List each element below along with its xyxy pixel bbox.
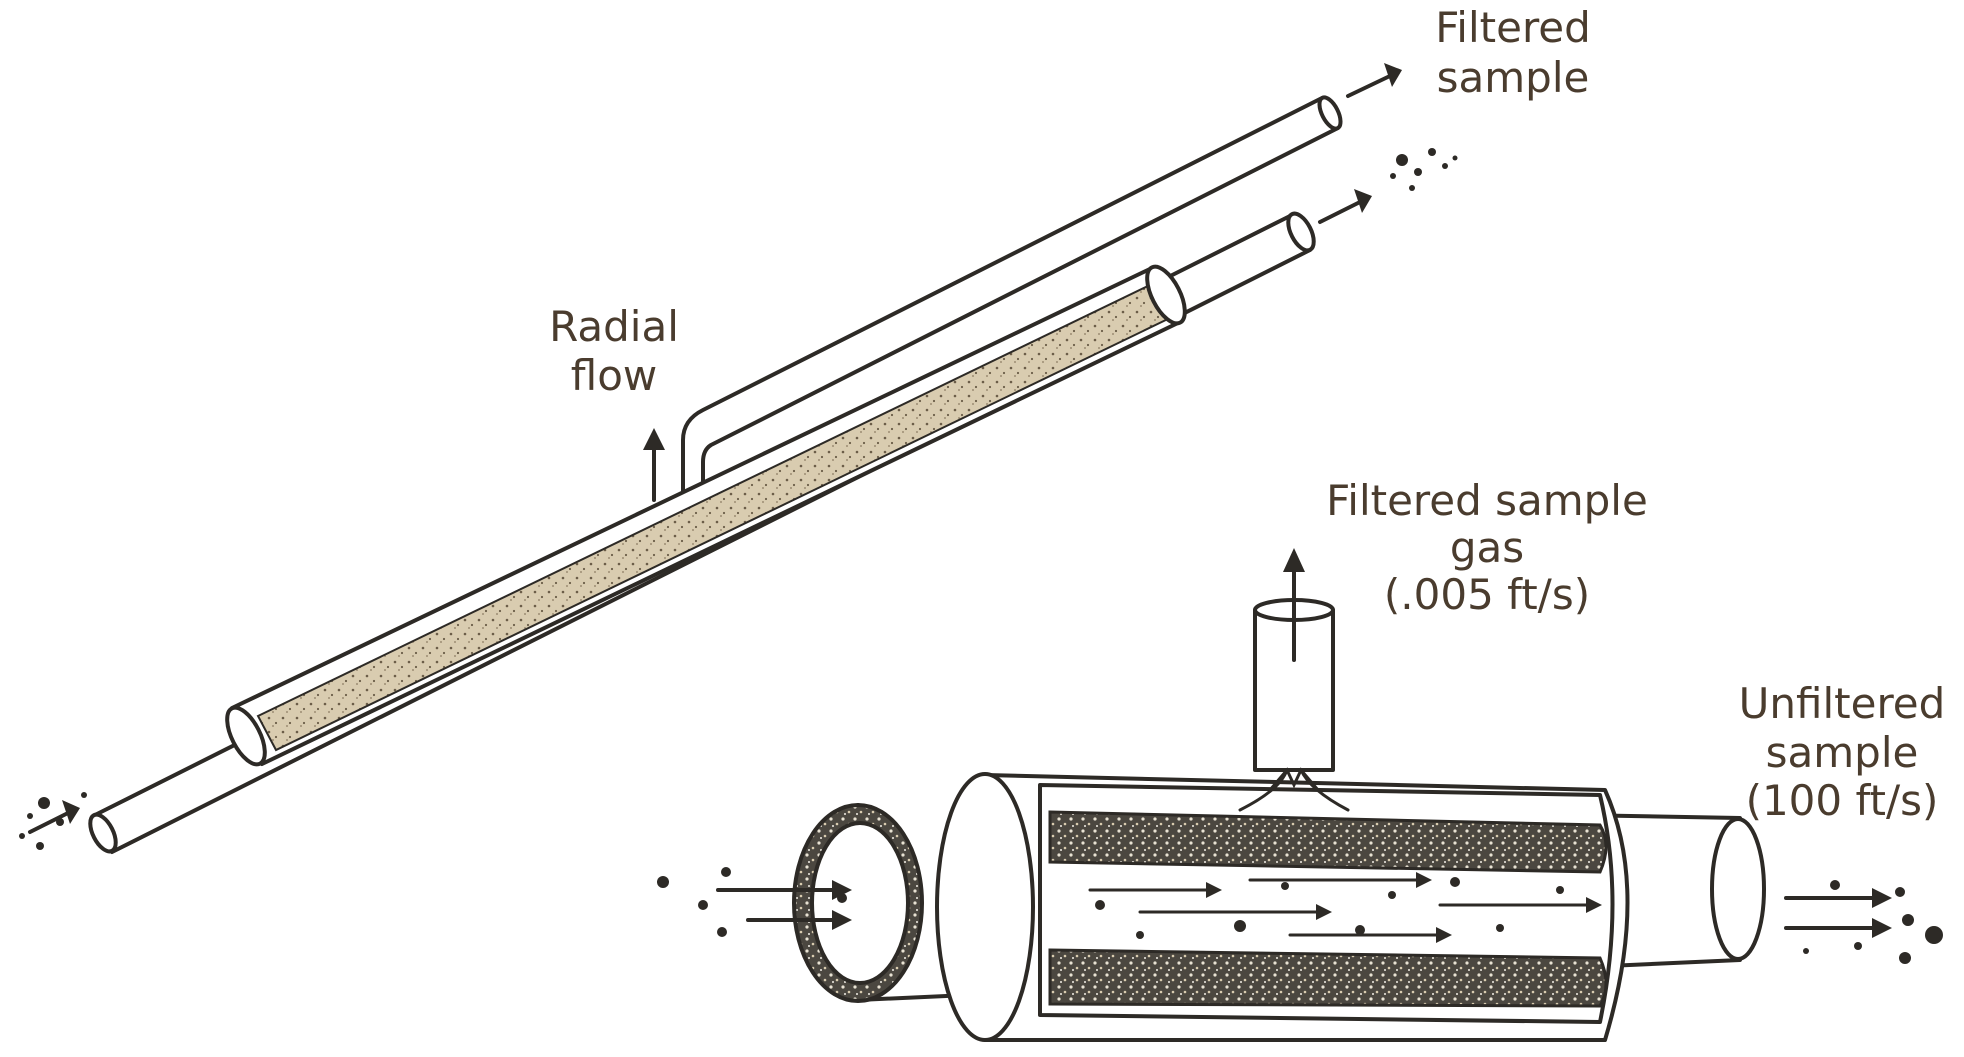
labels: Filtered sample Radial flow Filtered sam… (549, 3, 1945, 825)
radial-flow-label-line2: flow (571, 351, 658, 400)
top-outlet-particles (1390, 148, 1458, 191)
lower-filter-media (1048, 948, 1608, 1008)
inner-tube-inlet-end (88, 812, 118, 854)
inlet-pipe-bore (810, 821, 910, 985)
top-inlet-particles (19, 792, 87, 850)
radial-flow-label-line1: Radial (549, 302, 679, 351)
cutaway-filter (657, 548, 1943, 1042)
filtered-sample-arrow-line (1346, 73, 1394, 98)
radial-convergence-lines (1238, 767, 1350, 812)
bottom-inlet-particles (657, 867, 847, 937)
core-flow-arrows (1088, 872, 1602, 943)
gas-label-line2: gas (1450, 523, 1524, 572)
gas-label-line1: Filtered sample (1326, 476, 1648, 525)
inner-pipe-outlet-end (1710, 817, 1766, 961)
filter-media (256, 283, 1172, 752)
unfiltered-label-line1: Unfiltered (1739, 679, 1946, 728)
top-filtered-label-line2: sample (1437, 53, 1590, 102)
filtered-sample-arrow-head (1384, 63, 1402, 87)
upper-filter-media (1048, 810, 1608, 874)
top-outlet-arrow-line (1318, 199, 1364, 224)
filtered-outlet-end (1317, 95, 1343, 131)
bottom-outlet-arrows (1784, 888, 1892, 938)
gas-label-line3: (.005 ft/s) (1384, 570, 1590, 619)
bottom-outlet-particles (1803, 880, 1943, 964)
sleeve-left-end (225, 705, 267, 767)
top-outlet-arrow-head (1354, 189, 1372, 213)
top-inlet-arrow-head (62, 800, 80, 824)
top-inlet-arrow-line (28, 810, 72, 834)
gas-outlet-arrow-head (1283, 548, 1305, 572)
unfiltered-label-line3: (100 ft/s) (1746, 776, 1939, 825)
gas-outlet-tube (1253, 608, 1335, 772)
unfiltered-label-line2: sample (1766, 728, 1919, 777)
radial-flow-filter (19, 63, 1458, 854)
inner-tube-outlet-end (1286, 211, 1316, 253)
sleeve-right-end (1145, 264, 1187, 326)
radial-flow-arrow-head (643, 428, 665, 450)
top-filtered-label-line1: Filtered (1435, 3, 1591, 52)
core-particles (1095, 877, 1564, 939)
bottom-inlet-arrows (716, 880, 852, 930)
housing-left-end (935, 772, 1035, 1042)
